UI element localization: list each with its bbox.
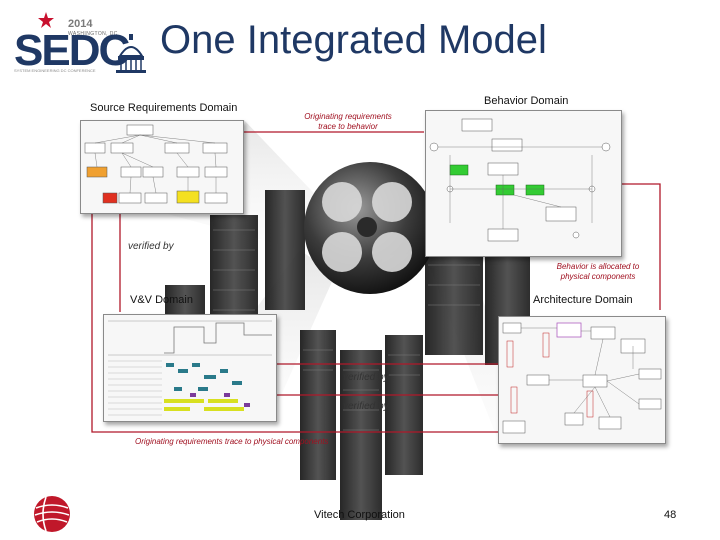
architecture-block-graphic xyxy=(502,322,662,434)
source-requirements-diagram xyxy=(80,120,244,214)
vv-domain-diagram xyxy=(103,314,277,422)
logo-letters: SEDC xyxy=(14,26,130,75)
behavior-domain-label: Behavior Domain xyxy=(484,95,569,107)
page-number: 48 xyxy=(664,509,677,521)
slide-title: One Integrated Model xyxy=(160,18,547,62)
vv-domain-label: V&V Domain xyxy=(130,294,193,306)
capitol-dome-icon xyxy=(116,34,146,73)
connector-behavior-arch xyxy=(622,183,661,310)
star-icon xyxy=(38,12,54,28)
behavior-flow-graphic xyxy=(429,118,611,242)
logo-city: WASHINGTON, DC xyxy=(68,31,118,37)
annotation-req-to-physical: Originating requirements trace to physic… xyxy=(135,437,329,446)
behavior-diagram xyxy=(425,110,622,257)
annotation-verified-by-mid1: verified by xyxy=(343,372,389,383)
annotation-req-to-behavior: Originating requirements trace to behavi… xyxy=(304,112,392,131)
sedc-logo: 2014 WASHINGTON, DC SEDC SYSTEM ENGINEER… xyxy=(10,12,150,75)
connector-source-arch xyxy=(91,200,498,433)
requirements-hierarchy-graphic xyxy=(84,124,228,204)
annotation-verified-by-mid2: verified by xyxy=(343,401,389,412)
annotation-behavior-allocated: Behavior is allocated to physical compon… xyxy=(556,262,640,281)
source-requirements-label: Source Requirements Domain xyxy=(90,102,238,114)
vv-timeline-graphic xyxy=(108,320,272,416)
sphere-petals xyxy=(322,182,412,272)
annotation-verified-by-left: verified by xyxy=(128,241,174,252)
architecture-diagram xyxy=(498,316,666,444)
vitech-globe-logo xyxy=(34,496,70,532)
logo-subtitle: SYSTEM ENGINEERING DC CONFERENCE xyxy=(14,68,96,73)
logo-year: 2014 xyxy=(68,18,93,30)
footer-company: Vitech Corporation xyxy=(314,509,405,521)
architecture-domain-label: Architecture Domain xyxy=(533,294,633,306)
